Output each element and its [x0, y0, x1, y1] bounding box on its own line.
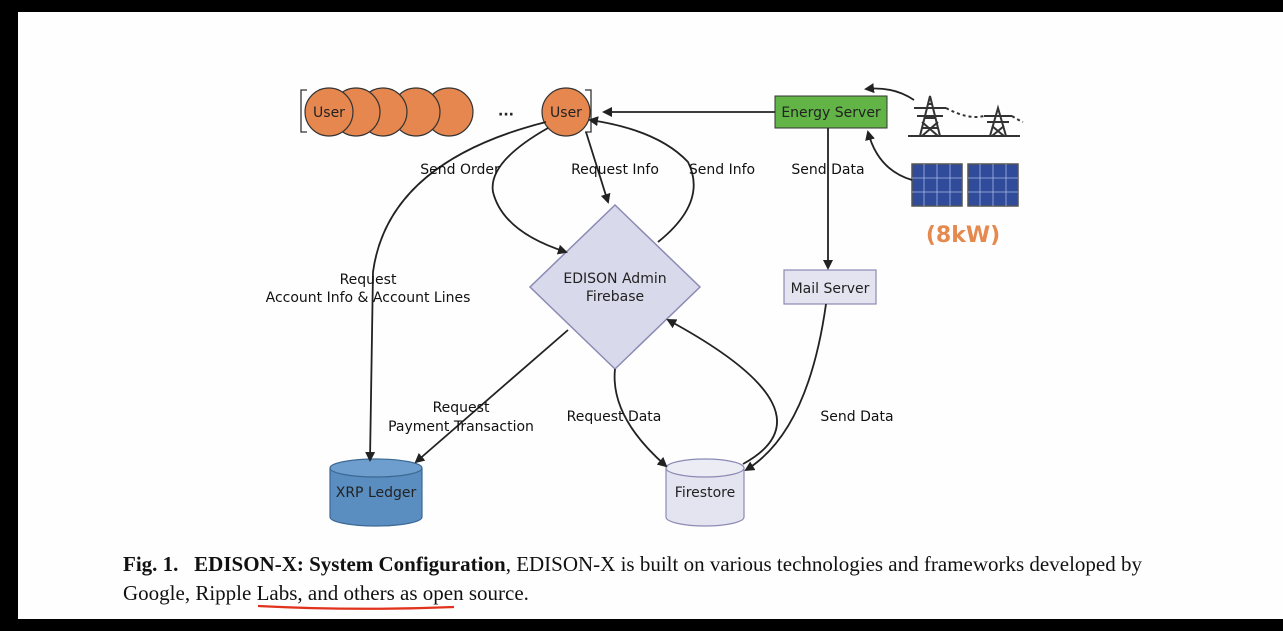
edge-solar-to-energy: [865, 130, 913, 181]
user-group-bracket: [300, 89, 592, 133]
ellipsis: ···: [498, 107, 514, 123]
edison-admin-firebase-node: [528, 203, 702, 371]
user-node: [541, 87, 591, 137]
firestore-node: [665, 458, 745, 527]
figure-caption: Fig. 1. EDISON-X: System Configuration, …: [123, 550, 1173, 608]
caption-text-part1: , EDISON-X is built on various technolog…: [505, 552, 1142, 576]
xrp-ledger-node: [329, 458, 423, 527]
figure-number: Fig. 1.: [123, 552, 179, 576]
solar-capacity-label: (8kW): [926, 223, 1000, 248]
label-send-order: Send Order: [420, 162, 500, 178]
red-underline-annotation: [257, 604, 455, 610]
edge-request-info: [585, 131, 611, 204]
label-request-account-line1: Request: [340, 272, 397, 288]
label-request-account-line2: Account Info & Account Lines: [266, 290, 471, 306]
edge-send-data-mail: [744, 303, 827, 472]
edge-grid-to-energy: [864, 83, 915, 101]
power-tower-icon: [908, 95, 1024, 137]
admin-label-line1: EDISON Admin: [563, 271, 666, 287]
label-send-info: Send Info: [689, 162, 755, 178]
label-send-data-mail: Send Data: [820, 409, 893, 425]
label-request-data: Request Data: [567, 409, 662, 425]
admin-label-line2: Firebase: [586, 289, 644, 305]
label-request-payment-line1: Request: [433, 400, 490, 416]
edge-request-account: [365, 121, 547, 462]
mail-server-node: [783, 269, 877, 305]
xrp-ledger-label: XRP Ledger: [336, 485, 417, 501]
label-request-payment-line2: Payment Transaction: [388, 419, 534, 435]
edge-request-data: [613, 368, 668, 468]
caption-text-part2: , and others as open source.: [297, 581, 529, 605]
user-label: User: [550, 105, 582, 121]
solar-panel-icon: [911, 163, 1019, 207]
edge-request-payment: [414, 329, 569, 464]
page: User ··· User Energy Server: [18, 12, 1283, 619]
user-group-label: User: [313, 105, 345, 121]
label-send-data-energy: Send Data: [791, 162, 864, 178]
figure-title: EDISON-X: System Configuration: [194, 552, 506, 576]
label-request-info: Request Info: [571, 162, 659, 178]
mail-server-label: Mail Server: [791, 281, 870, 297]
user-group: [304, 87, 474, 137]
edge-send-info: [588, 116, 695, 243]
system-configuration-diagram: User ··· User Energy Server: [266, 83, 1024, 527]
user-circle: [304, 87, 354, 137]
caption-underlined-text: Google, Ripple Labs: [123, 581, 298, 605]
energy-server-label: Energy Server: [781, 105, 881, 121]
edge-send-order: [491, 127, 568, 255]
firestore-label: Firestore: [675, 485, 735, 501]
edge-firestore-to-admin: [666, 319, 778, 465]
